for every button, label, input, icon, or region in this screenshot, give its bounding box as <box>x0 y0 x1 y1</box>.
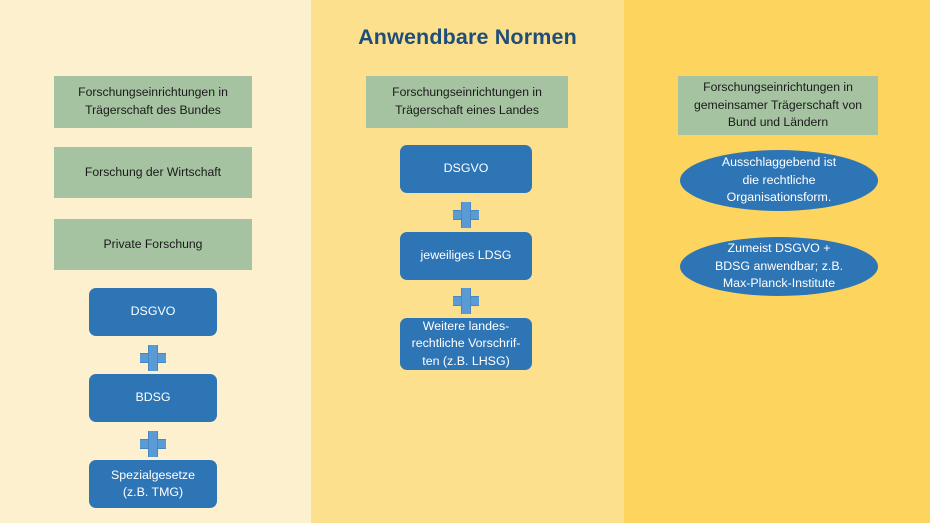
middle-norm-box-dsgvo: DSGVO <box>400 145 532 193</box>
middle-norm-box-ldsg: jeweiliges LDSG <box>400 232 532 280</box>
plus-icon <box>453 202 479 228</box>
right-ellipse-max-planck: Zumeist DSGVO +BDSG anwendbar; z.B.Max-P… <box>680 237 878 296</box>
left-norm-box-dsgvo: DSGVO <box>89 288 217 336</box>
middle-norm-box-weitere-vorschriften: Weitere landes-rechtliche Vorschrif-ten … <box>400 318 532 370</box>
plus-icon <box>140 345 166 371</box>
left-green-box-wirtschaft: Forschung der Wirtschaft <box>54 147 252 198</box>
left-norm-box-spezialgesetze: Spezialgesetze(z.B. TMG) <box>89 460 217 508</box>
slide-title: Anwendbare Normen <box>358 25 577 49</box>
plus-icon <box>453 288 479 314</box>
plus-icon <box>140 431 166 457</box>
left-norm-box-bdsg: BDSG <box>89 374 217 422</box>
left-green-box-private: Private Forschung <box>54 219 252 270</box>
